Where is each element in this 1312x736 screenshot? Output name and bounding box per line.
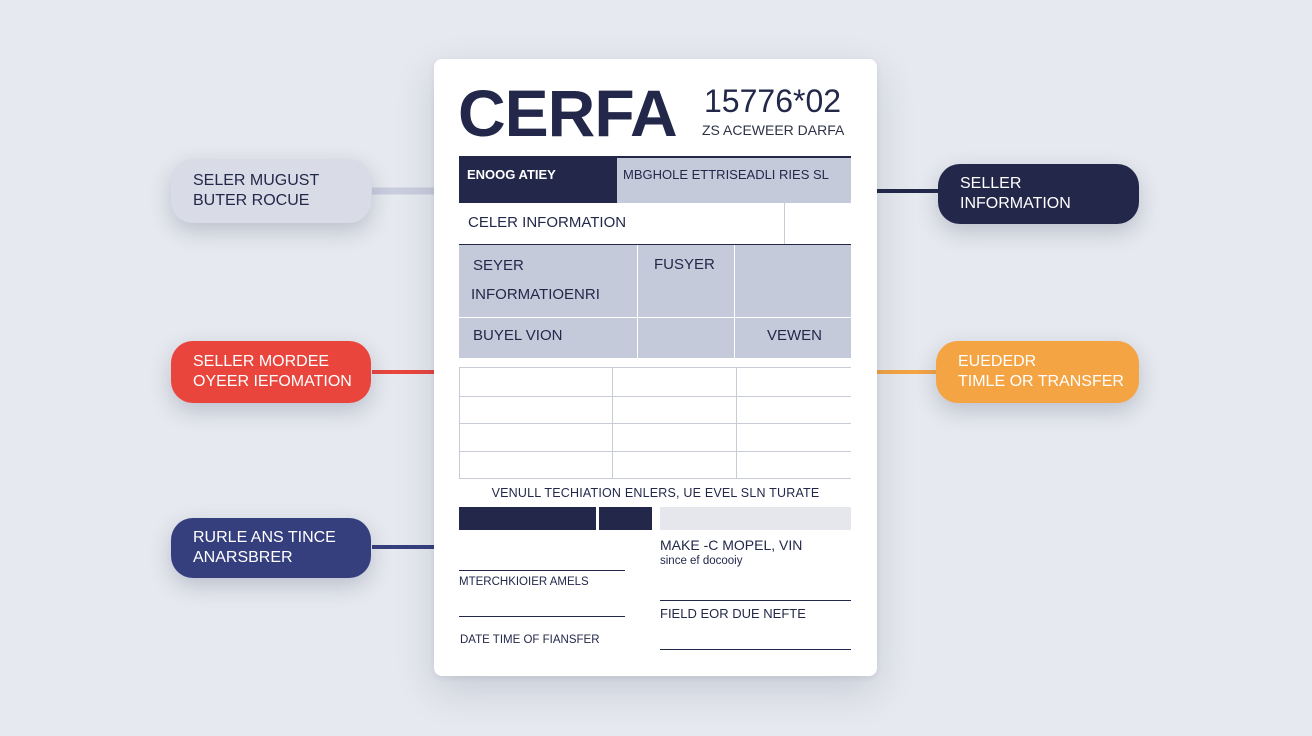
callout-top-left-line2: BUTER ROCUE — [193, 192, 310, 209]
field-underline — [459, 616, 625, 617]
form-row-line — [459, 451, 851, 452]
since-label: since ef docooiy — [660, 555, 743, 567]
callout-mid-right-line2: TIMLE OR TRANSFER — [958, 373, 1124, 390]
header-rule — [459, 156, 851, 158]
callout-mid-right-line1: EUEDEDR — [958, 353, 1037, 370]
date-time-label: DATE TIME OF FIANSFER — [460, 634, 600, 646]
header-band-left: ENOOG ATIEY — [459, 158, 617, 203]
callout-mid-left: SELLER MORDEE OYEER IEFOMATION — [171, 341, 371, 403]
navy-field-block — [599, 507, 652, 530]
make-model-label: MAKE -C MOPEL, VIN — [660, 537, 803, 553]
form-code: 15776*02 — [704, 83, 842, 119]
callout-top-right-line1: SELLER — [960, 175, 1022, 192]
grid-divider — [637, 245, 638, 358]
grey-field-block — [660, 507, 851, 530]
form-row-line — [459, 423, 851, 424]
grid-cell-vewen: VEWEN — [767, 327, 823, 344]
callout-bottom-left: RURLE ANS TINCE ANARSBRER — [171, 518, 371, 578]
grid-divider — [459, 317, 851, 318]
grid-cell-buyel-vion: BUYEL VION — [473, 327, 563, 344]
callout-mid-left-line2: OYEER IEFOMATION — [193, 373, 352, 390]
mterch-label: MTERCHKIOIER AMELS — [459, 576, 589, 588]
form-col-line — [459, 367, 460, 478]
grid-cell-seyer: SEYER — [473, 257, 524, 274]
section-caption: VENULL TECHIATION ENLERS, UE EVEL SLN TU… — [491, 486, 820, 500]
field-underline — [660, 600, 851, 601]
header-band-left-text: ENOOG ATIEY — [467, 167, 556, 182]
form-row-line — [459, 396, 851, 397]
field-underline — [660, 649, 851, 650]
field-underline — [459, 570, 625, 571]
info-grid: SEYER INFORMATIOENRI FUSYER BUYEL VION V… — [459, 245, 851, 358]
form-row-line — [459, 367, 851, 368]
grid-cell-informatioenri: INFORMATIOENRI — [471, 286, 600, 303]
callout-top-left: SELER MUGUST BUTER ROCUE — [171, 159, 371, 223]
grid-divider — [734, 245, 735, 358]
callout-mid-right: EUEDEDR TIMLE OR TRANSFER — [936, 341, 1139, 403]
form-col-line — [612, 367, 613, 478]
navy-field-block — [459, 507, 596, 530]
grid-cell-fusyer: FUSYER — [654, 256, 715, 273]
form-subcode: ZS ACEWEER DARFA — [702, 122, 845, 138]
callout-bottom-left-line2: ANARSBRER — [193, 549, 293, 566]
field-due-label: FIELD EOR DUE NEFTE — [660, 606, 806, 621]
callout-mid-left-line1: SELLER MORDEE — [193, 353, 330, 370]
form-col-line — [736, 367, 737, 478]
callout-top-right-line2: INFORMATION — [960, 195, 1071, 212]
callout-top-left-line1: SELER MUGUST — [193, 172, 320, 189]
form-row-line — [459, 478, 851, 479]
header-band-right: MBGHOLE ETTRISEADLI RIES SL — [617, 158, 851, 203]
callout-top-right: SELLER INFORMATION — [938, 164, 1139, 224]
section-label: CELER INFORMATION — [468, 214, 627, 231]
callout-bottom-left-line1: RURLE ANS TINCE — [193, 529, 336, 546]
form-title: CERFA — [458, 76, 678, 150]
cerfa-form-card: CERFA 15776*02 ZS ACEWEER DARFA ENOOG AT… — [434, 59, 877, 676]
divider — [784, 203, 785, 245]
header-band-right-text: MBGHOLE ETTRISEADLI RIES SL — [623, 167, 829, 182]
